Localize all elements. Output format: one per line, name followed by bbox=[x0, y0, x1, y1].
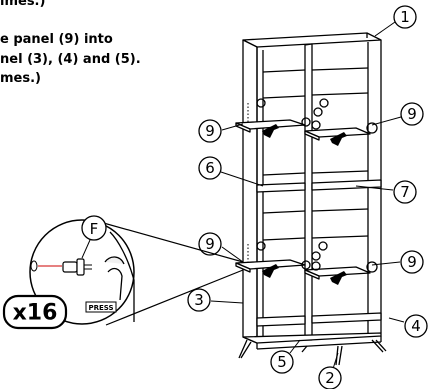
shelf-pin-icon bbox=[62, 258, 92, 276]
instruction-ref: (3), (4) bbox=[27, 52, 79, 67]
callout-5-label: 5 bbox=[277, 353, 287, 371]
callout-2 bbox=[318, 366, 342, 389]
callout-9c bbox=[198, 232, 222, 256]
callout-9a-label: 9 bbox=[205, 122, 215, 140]
instruction-text: imes.) bbox=[0, 0, 46, 9]
instruction-text: mes.) bbox=[0, 71, 41, 86]
thumb-icon bbox=[104, 256, 125, 265]
instruction-text: and bbox=[78, 52, 115, 67]
arrow-icon bbox=[330, 132, 347, 146]
callout-5 bbox=[270, 350, 294, 374]
press-tag bbox=[85, 301, 117, 313]
push-arrows bbox=[262, 124, 347, 285]
bookcase bbox=[238, 32, 387, 366]
callout-9d bbox=[400, 250, 424, 274]
arrow-icon bbox=[262, 124, 279, 138]
callout-leaders bbox=[210, 21, 405, 373]
instruction-text: e panel bbox=[0, 32, 59, 47]
callout-4 bbox=[404, 314, 428, 338]
instruction-ref: (5). bbox=[114, 52, 141, 67]
adjustable-shelf-9-lower-left bbox=[235, 259, 306, 273]
callout-2-label: 2 bbox=[325, 369, 335, 387]
press-label: PRESS bbox=[88, 304, 113, 312]
adjustable-shelf-9-upper-left bbox=[235, 119, 306, 133]
callout-3-label: 3 bbox=[194, 291, 204, 309]
quantity-label: x16 bbox=[13, 301, 58, 326]
arrow-icon bbox=[262, 264, 279, 278]
guide-lines bbox=[247, 103, 313, 268]
callout-7-label: 7 bbox=[400, 183, 410, 201]
arrow-icon bbox=[330, 271, 347, 285]
callout-1 bbox=[393, 5, 417, 29]
instruction-line-4: mes.) bbox=[0, 71, 41, 87]
adjustable-shelf-9-lower-right bbox=[304, 266, 371, 280]
callout-9c-label: 9 bbox=[205, 235, 215, 253]
quantity-badge: x16 bbox=[2, 294, 68, 330]
instruction-ref: (9) bbox=[58, 32, 80, 47]
instruction-line-1: imes.) bbox=[0, 0, 45, 10]
callout-6 bbox=[198, 156, 222, 180]
callout-9b-label: 9 bbox=[407, 105, 417, 123]
callout-7 bbox=[393, 180, 417, 204]
instruction-line-3: nel (3), (4) and (5). bbox=[0, 52, 141, 68]
callout-9d-label: 9 bbox=[407, 253, 417, 271]
fitting-label: F bbox=[90, 220, 99, 238]
instruction-text: nel bbox=[0, 52, 28, 67]
callout-4-label: 4 bbox=[411, 317, 421, 335]
callout-circles bbox=[187, 5, 428, 389]
callout-6-label: 6 bbox=[205, 159, 215, 177]
callout-9b bbox=[400, 102, 424, 126]
hole-icon bbox=[30, 260, 38, 272]
callout-3 bbox=[187, 288, 211, 312]
adjustable-shelf-9-upper-right bbox=[304, 127, 371, 141]
instruction-line-2: e panel (9) into bbox=[0, 32, 113, 48]
callout-9a bbox=[198, 119, 222, 143]
instruction-text: into bbox=[79, 32, 113, 47]
callout-1-label: 1 bbox=[400, 8, 410, 26]
